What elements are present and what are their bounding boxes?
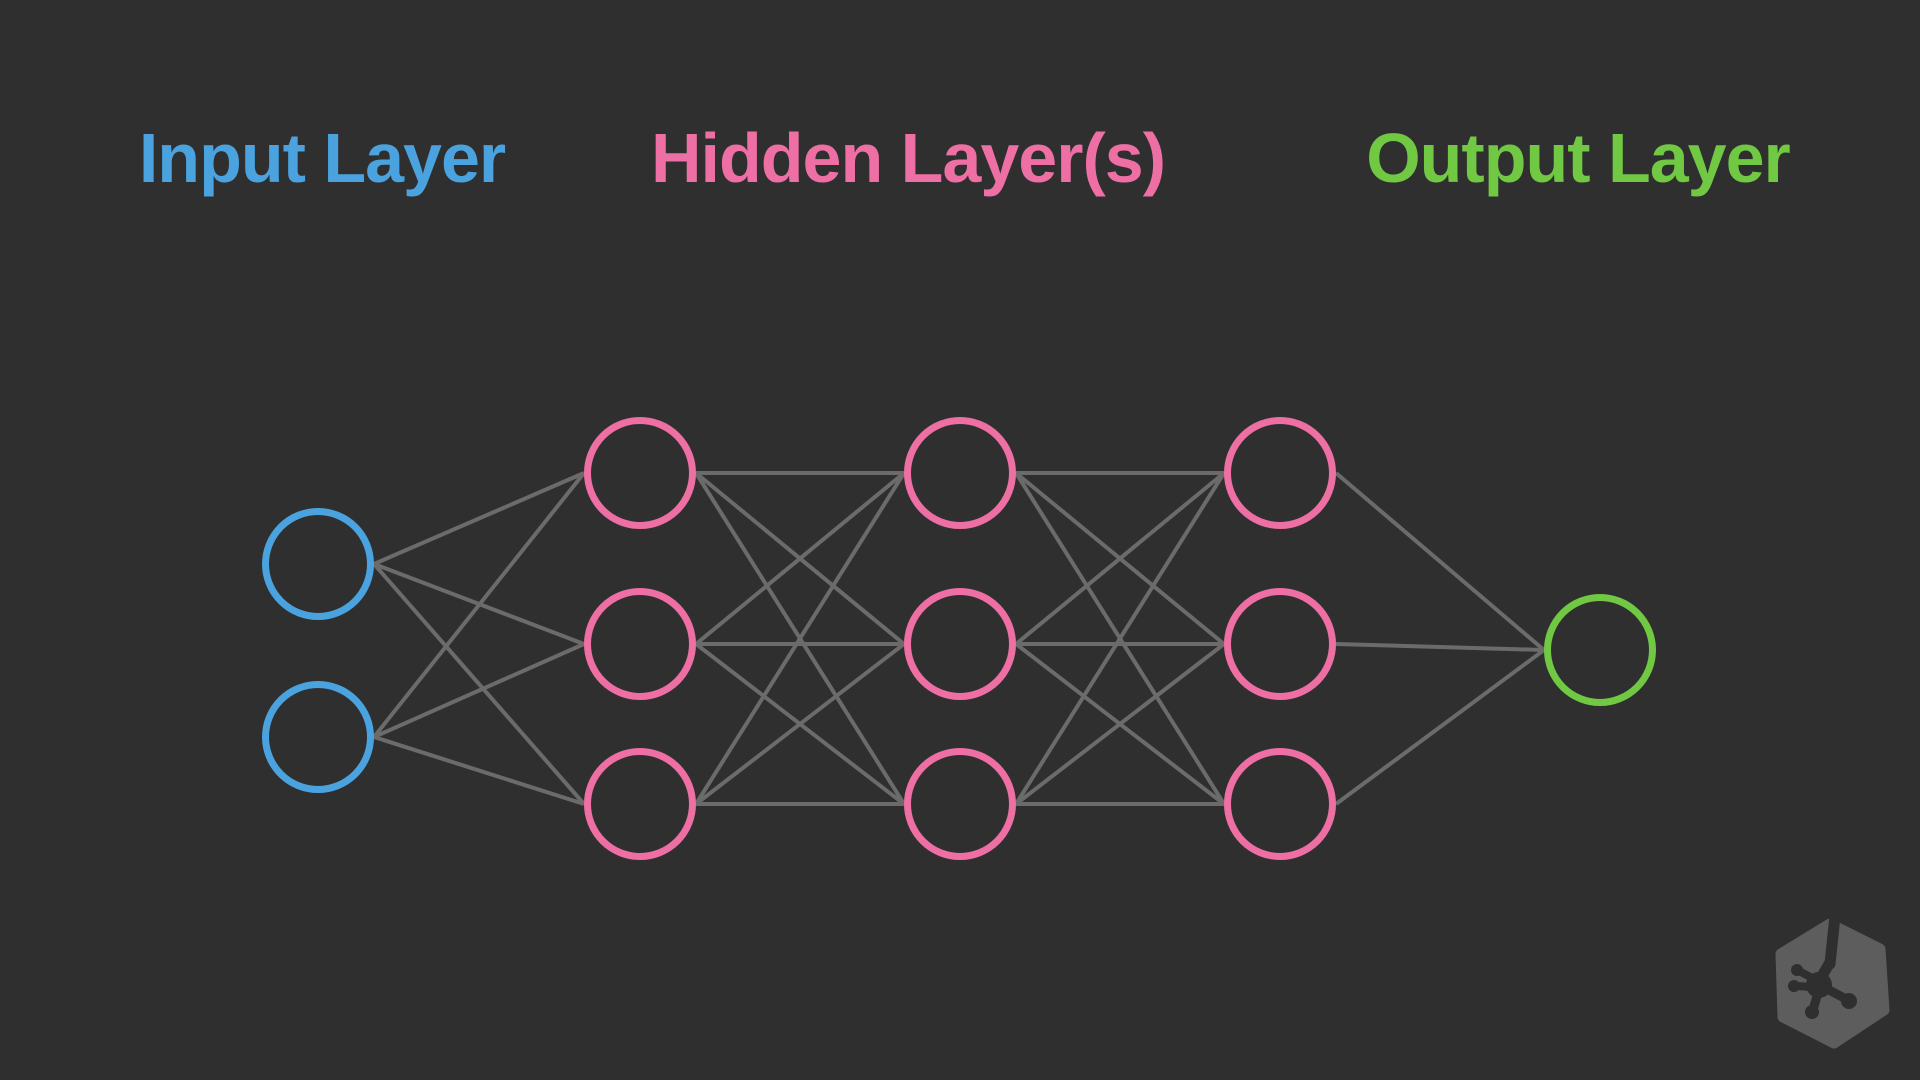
edge-input-1-to-hidden-1-0 [372,471,586,739]
node-hidden-3-1 [1224,417,1336,529]
edge-hidden-3-1-to-output-0 [1335,642,1545,652]
node-hidden-1-2 [584,588,696,700]
edge-hidden-3-2-to-output-0 [1334,648,1546,806]
node-output-1 [1544,594,1656,706]
node-input-1 [262,508,374,620]
edge-hidden-2-2-to-hidden-3-0 [1014,471,1226,806]
node-hidden-1-1 [584,417,696,529]
node-input-2 [262,681,374,793]
edge-hidden-2-1-to-hidden-3-0 [1014,471,1226,646]
edge-hidden-3-0-to-output-0 [1334,471,1546,652]
edge-input-0-to-hidden-1-2 [372,562,586,806]
frog-foot-cutout [1788,918,1857,1019]
node-hidden-3-3 [1224,748,1336,860]
output-layer-label: Output Layer [1366,119,1791,197]
edge-hidden-1-2-to-hidden-2-0 [694,471,906,806]
gecko-foot-hexagon-logo [1775,918,1890,1049]
edge-hidden-1-1-to-hidden-2-0 [694,471,906,646]
node-hidden-2-3 [904,748,1016,860]
edge-input-1-to-hidden-1-2 [373,735,585,806]
node-hidden-2-1 [904,417,1016,529]
edge-hidden-1-2-to-hidden-2-1 [694,642,906,806]
edge-input-0-to-hidden-1-0 [373,471,585,566]
node-hidden-1-3 [584,748,696,860]
hidden-layer-label: Hidden Layer(s) [651,119,1166,197]
edge-hidden-2-2-to-hidden-3-1 [1014,642,1226,806]
input-layer-label: Input Layer [138,119,506,197]
edge-input-1-to-hidden-1-1 [373,642,585,739]
node-hidden-2-2 [904,588,1016,700]
node-hidden-3-2 [1224,588,1336,700]
